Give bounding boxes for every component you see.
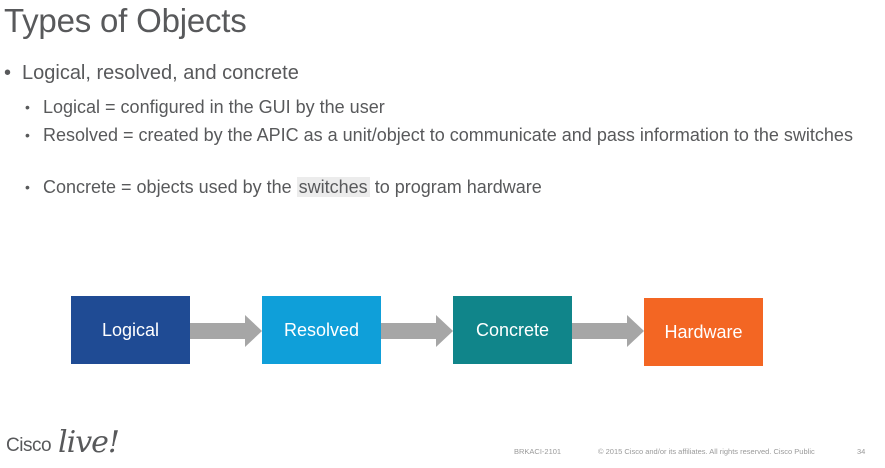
sub-bullet-text: Logical = configured in the GUI by the u… (43, 97, 385, 117)
slide-title: Types of Objects (4, 2, 247, 39)
logo-script: live! (58, 425, 120, 460)
bullet-dot: • (25, 127, 30, 143)
bullet-dot: • (4, 62, 12, 84)
hardware-box-label: Hardware (664, 321, 743, 342)
copyright-notice: © 2015 Cisco and/or its affiliates. All … (598, 447, 815, 456)
arrow-right-icon (381, 315, 453, 347)
sub-bullet-text: Concrete = objects used by the switches … (43, 176, 883, 199)
arrow-right-icon (572, 315, 644, 347)
main-bullet-text: Logical, resolved, and concrete (22, 62, 299, 84)
sub-bullet-text-post: to program hardware (369, 177, 542, 197)
hardware-box: Hardware (644, 298, 763, 366)
sub-bullet-text-pre: Concrete = objects used by the (43, 177, 297, 197)
concrete-box: Concrete (453, 296, 572, 364)
logical-box: Logical (71, 296, 190, 364)
logo-word: Cisco (6, 435, 52, 456)
arrow-right-icon (190, 315, 262, 347)
concrete-box-label: Concrete (475, 319, 550, 340)
sub-bullet-text: Resolved = created by the APIC as a unit… (43, 125, 853, 145)
resolved-box: Resolved (262, 296, 381, 364)
bullet-dot: • (25, 99, 30, 115)
session-id: BRKACI-2101 (514, 447, 562, 456)
resolved-box-label: Resolved (283, 319, 360, 340)
highlighted-word: switches (296, 177, 370, 197)
cisco-live-logo: Cisco live! (6, 425, 126, 465)
page-number: 34 (857, 447, 866, 456)
logical-box-label: Logical (101, 319, 160, 340)
object-flow-diagram: Logical Resolved Concrete Hardware (0, 295, 885, 367)
bullet-dot: • (25, 179, 30, 195)
